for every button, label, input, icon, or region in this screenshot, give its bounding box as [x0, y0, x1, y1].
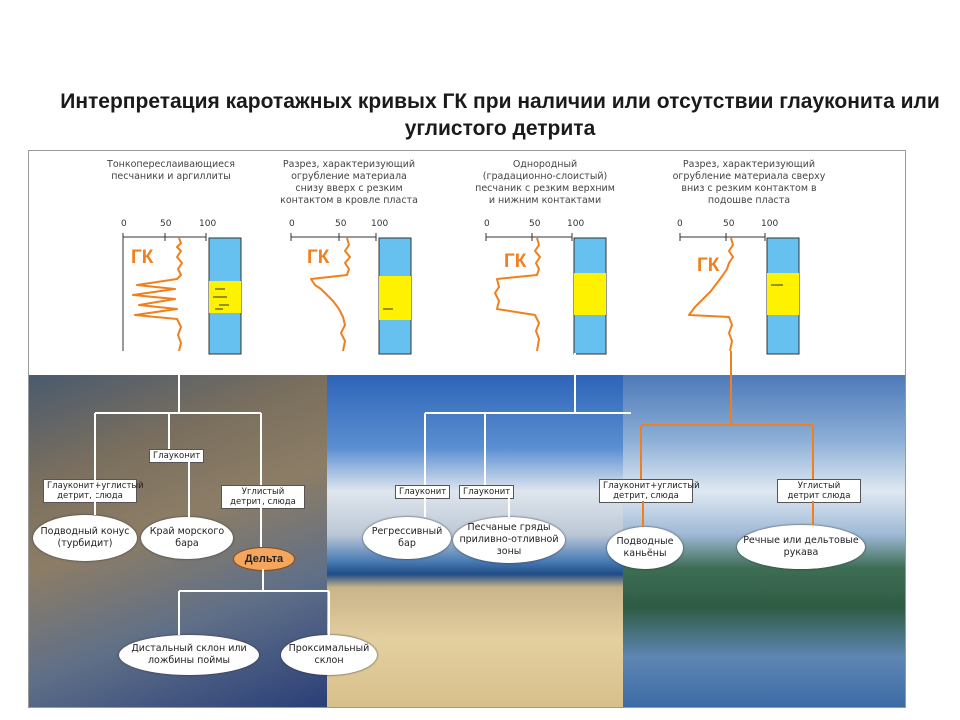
oval-distal: Дистальный склон или ложбины поймы: [119, 635, 259, 675]
axis-4: [679, 233, 766, 241]
gk-curve-2: [310, 237, 351, 352]
tick-1-0: 0: [121, 219, 127, 229]
axis-1: [122, 233, 207, 241]
oval-river: Речные или дельтовые рукава: [737, 525, 865, 569]
diagram-frame: Тонкопереслаивающиеся песчаники и аргилл…: [28, 150, 906, 708]
gk-curve-3: [494, 237, 541, 352]
label-glauconite-1: Глауконит: [149, 449, 205, 463]
gk-label-4: ГК: [697, 255, 720, 276]
column-4: [766, 237, 800, 355]
label-glauconite-2: Глауконит: [395, 485, 451, 499]
oval-proximal: Проксимальный склон: [281, 635, 377, 675]
oval-turbidite: Подводный конус (турбидит): [33, 515, 137, 561]
axis-2: [290, 233, 377, 241]
tick-4-0: 0: [677, 219, 683, 229]
column-2: [378, 237, 412, 355]
column-caption-2: Разрез, характеризующий огрубление матер…: [280, 159, 418, 206]
gk-label-3: ГК: [504, 251, 527, 272]
label-coal-detritus: Углистый детрит, слюда: [221, 485, 305, 509]
tree-3: [640, 351, 814, 527]
tick-4-50: 50: [723, 219, 735, 229]
tick-2-100: 100: [371, 219, 389, 229]
tree-1: [94, 351, 330, 635]
gk-label-2: ГК: [307, 247, 330, 268]
label-coal-detritus-2: Углистый детрит слюда: [777, 479, 861, 503]
label-glauconite-coal-2: Глауконит+углистый детрит, слюда: [599, 479, 700, 503]
column-caption-1: Тонкопереслаивающиеся песчаники и аргилл…: [107, 159, 235, 182]
column-1: [208, 237, 242, 355]
log-diagram-svg: [94, 233, 814, 635]
tick-3-0: 0: [484, 219, 490, 229]
tick-1-50: 50: [160, 219, 172, 229]
tree-2: [424, 353, 631, 517]
column-3: [573, 237, 607, 355]
oval-sea-bar: Край морского бара: [141, 517, 233, 559]
oval-regressive: Регрессивный бар: [363, 517, 451, 559]
gk-curve-1: [132, 237, 183, 352]
axis-3: [485, 233, 573, 241]
oval-tidal: Песчаные гряды приливно-отливной зоны: [453, 517, 565, 563]
tick-1-100: 100: [199, 219, 217, 229]
gk-label-1: ГК: [131, 247, 154, 268]
tick-3-50: 50: [529, 219, 541, 229]
column-caption-4: Разрез, характеризующий огрубление матер…: [672, 159, 826, 206]
gk-curve-4: [688, 237, 734, 352]
label-glauconite-3: Глауконит: [459, 485, 515, 499]
tick-2-50: 50: [335, 219, 347, 229]
column-caption-3: Однородный (градационно-слоистый) песчан…: [475, 159, 615, 206]
tick-3-100: 100: [567, 219, 585, 229]
page-title: Интерпретация каротажных кривых ГК при н…: [60, 90, 940, 140]
oval-canyons: Подводные каньёны: [607, 527, 683, 569]
tick-2-0: 0: [289, 219, 295, 229]
tick-4-100: 100: [761, 219, 779, 229]
